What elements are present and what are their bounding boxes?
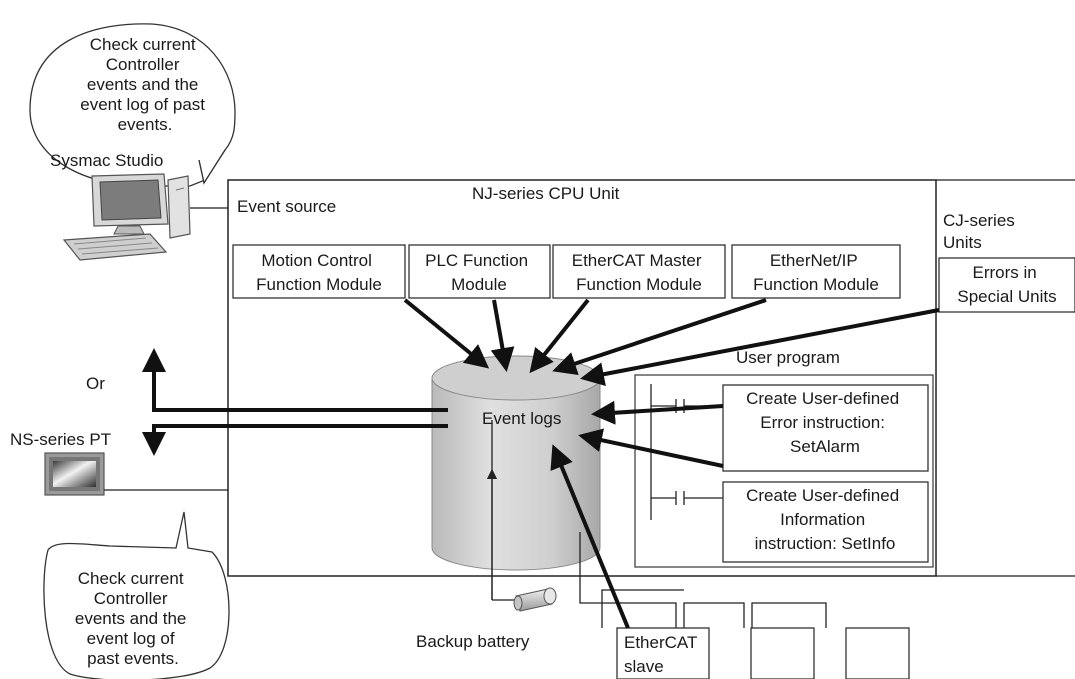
- callout-top-line-3: events and the: [87, 75, 199, 94]
- module-plc-function: PLC Function Module: [408, 244, 551, 299]
- arrow-setinfo-to-log: [578, 428, 724, 468]
- event-logs-cylinder: [431, 355, 601, 571]
- callout-top-line-2: Controller: [106, 55, 180, 74]
- ethercat-slave-box: [616, 627, 710, 679]
- module-ethernet-ip: EtherNet/IP Function Module: [731, 244, 901, 299]
- user-program-label: User program: [736, 348, 840, 367]
- arrow-ethernetip-to-log: [552, 298, 767, 376]
- arrow-plc-to-log: [490, 299, 515, 372]
- svg-text:Create User-defined Erro: Create User-defined Error instruction: S…: [746, 389, 904, 456]
- callout-top-line-4: event log of past: [80, 95, 205, 114]
- special-units-text: Errors in Special Units: [957, 263, 1056, 306]
- cpu-unit-frame: [227, 179, 937, 577]
- callout-top-line-1: Check current: [90, 35, 196, 54]
- special-units-box: [938, 257, 1075, 313]
- svg-text:Motion Control Function: Motion Control Function Module: [256, 251, 382, 294]
- callout-bottom-line-2: Controller: [94, 589, 168, 608]
- svg-text:EtherCAT Master Function: EtherCAT Master Function Module: [572, 251, 706, 294]
- arrow-special-units-to-log: [580, 308, 940, 387]
- svg-text:Check current Controller: Check current Controller events and the …: [80, 35, 210, 134]
- ethercat-network: [579, 532, 827, 628]
- svg-text:Check current Controller: Check current Controller events and the …: [75, 569, 191, 668]
- callout-bottom-line-1: Check current: [78, 569, 184, 588]
- svg-text:Create User-defined Info: Create User-defined Information instruct…: [746, 486, 904, 553]
- sysmac-studio-label: Sysmac Studio: [50, 151, 163, 170]
- svg-text:PLC Function Module: PLC Function Module: [425, 251, 533, 294]
- output-arrows: [142, 348, 448, 456]
- arrow-slave-to-log: [550, 444, 630, 629]
- callout-bottom-line-5: past events.: [87, 649, 179, 668]
- module-ethercat-master: EtherCAT Master Function Module: [552, 244, 726, 299]
- cpu-unit-title: NJ-series CPU Unit: [472, 184, 620, 203]
- svg-text:EtherNet/IP Function Mod: EtherNet/IP Function Module: [753, 251, 879, 294]
- event-source-label: Event source: [237, 197, 336, 216]
- instruction-setalarm: Create User-defined Error instruction: S…: [722, 384, 929, 472]
- battery-icon: [513, 587, 557, 612]
- instruction-setinfo: Create User-defined Information instruct…: [722, 481, 929, 563]
- slave-box-2: [750, 627, 815, 679]
- ethercat-slave-label: EtherCAT slave: [624, 633, 702, 676]
- or-label: Or: [86, 374, 105, 393]
- computer-icon: [62, 173, 191, 261]
- callout-top: Check current Controller events and the …: [29, 23, 236, 187]
- touch-panel-icon: [44, 452, 105, 496]
- ns-pt-label: NS-series PT: [10, 430, 111, 449]
- slave-box-3: [845, 627, 910, 679]
- callout-bottom-line-4: event log of: [87, 629, 175, 648]
- callout-bottom: Check current Controller events and the …: [43, 511, 230, 679]
- callout-bottom-line-3: events and the: [75, 609, 187, 628]
- event-logs-label: Event logs: [482, 409, 561, 428]
- backup-battery-label: Backup battery: [416, 632, 530, 651]
- cj-units-label: CJ-series Units: [943, 211, 1020, 252]
- module-motion-control: Motion Control Function Module: [232, 244, 406, 299]
- arrow-motion-to-log: [403, 298, 490, 369]
- arrow-ethercat-to-log: [529, 298, 590, 374]
- arrow-setalarm-to-log: [591, 400, 724, 425]
- callout-top-line-5: events.: [118, 115, 173, 134]
